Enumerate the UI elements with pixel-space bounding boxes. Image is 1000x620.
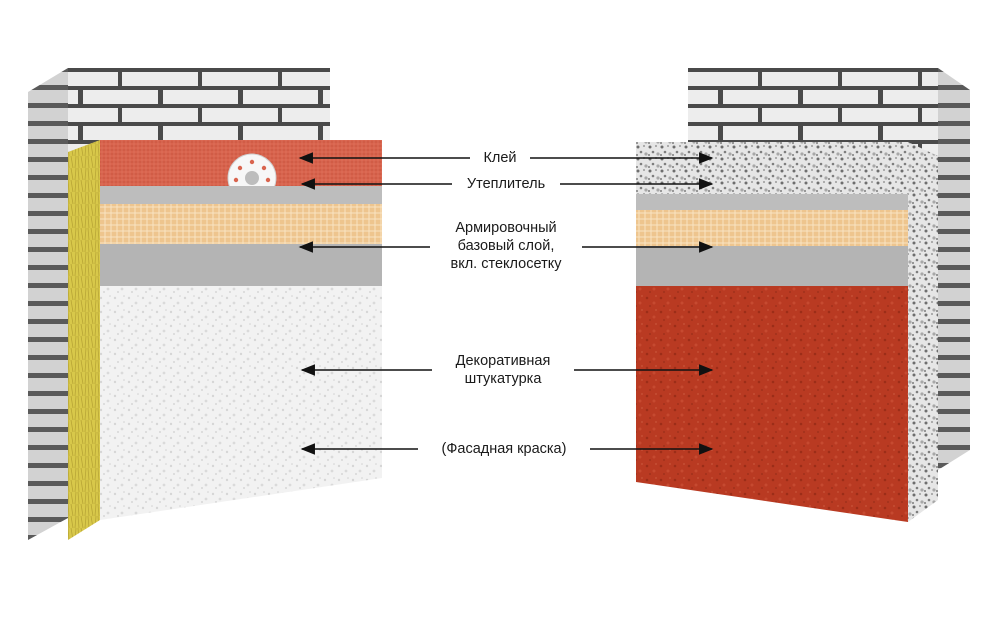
right-eps-insulation <box>636 142 908 194</box>
label-facade-paint: (Фасадная краска) <box>441 441 567 457</box>
label-reinforcing-line3: вкл. стеклосетку <box>450 256 562 272</box>
right-base-layer <box>636 246 908 286</box>
left-decorative-plaster <box>100 286 382 520</box>
right-eps-side <box>908 142 938 522</box>
right-fiberglass-mesh <box>636 210 908 246</box>
label-reinforcing-line1: Армировочный <box>455 220 557 236</box>
left-brick-side <box>28 68 68 540</box>
right-wall-sample <box>636 68 970 522</box>
label-adhesive: Клей <box>483 150 517 166</box>
label-decorative-plaster: Декоративная штукатурка <box>432 352 574 388</box>
left-base-layer <box>100 244 382 286</box>
label-reinforcing-layer: Армировочный базовый слой, вкл. стеклосе… <box>430 219 582 273</box>
left-wall-sample <box>28 68 382 540</box>
left-fiberglass-mesh <box>100 204 382 244</box>
right-base-coat <box>636 194 908 210</box>
left-base-coat <box>100 186 382 204</box>
label-decorative-line2: штукатурка <box>464 371 542 387</box>
callout-arrows <box>298 152 714 455</box>
label-reinforcing-line2: базовый слой, <box>457 238 555 254</box>
right-decorative-plaster <box>636 286 908 522</box>
left-mineral-wool-edge <box>68 140 100 540</box>
label-decorative-line1: Декоративная <box>455 353 551 369</box>
label-insulation: Утеплитель <box>466 176 546 192</box>
right-brick-side <box>938 68 970 470</box>
